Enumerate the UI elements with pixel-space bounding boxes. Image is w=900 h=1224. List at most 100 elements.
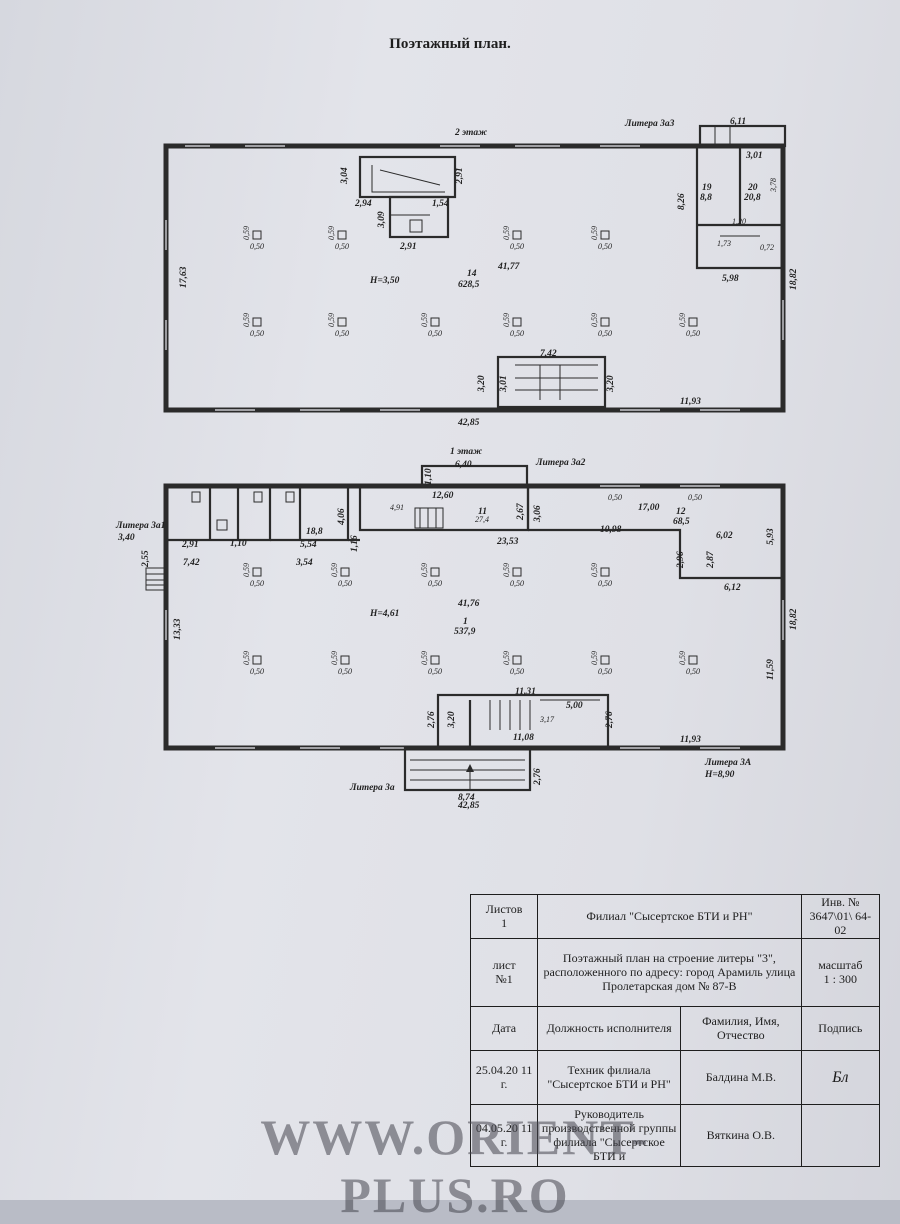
row1-position: Техник филиала "Сысертское БТИ и РН"	[537, 1050, 681, 1106]
svg-text:0,50: 0,50	[686, 329, 700, 338]
svg-text:0,50: 0,50	[250, 667, 264, 676]
floor1-dim-stair-side2: 3,17	[539, 715, 555, 724]
floor1-dim-right-room-h: 5,93	[766, 528, 776, 545]
floor1-dim-stair-h3: 2,76	[605, 711, 615, 729]
floor1-dim-right-top: 17,00	[638, 503, 660, 513]
floor1-room12-no: 12	[676, 507, 686, 517]
floor2-dim-stair-h5: 2,91	[455, 167, 465, 185]
svg-text:0,59: 0,59	[327, 226, 336, 240]
plan-description: Поэтажный план на строение литеры "3", р…	[537, 938, 802, 1008]
floor2-dim-stair-h4: 3,04	[340, 167, 350, 185]
floor1-dim-room-c: 5,54	[300, 540, 317, 550]
svg-text:0,59: 0,59	[420, 563, 429, 577]
floor1-height: H=4,61	[369, 609, 399, 619]
row2-date: 04.05.20 11 г.	[469, 1104, 539, 1168]
floor1-room11-no: 11	[478, 507, 487, 517]
floor2-dim-length: 41,77	[497, 262, 521, 272]
floor1-room11-area: 27,4	[475, 515, 489, 524]
col-name: Фамилия, Имя, Отчество	[680, 1006, 802, 1052]
floor1-dim-corr-h1: 1,16	[350, 535, 360, 552]
svg-text:0,59: 0,59	[590, 563, 599, 577]
floor1-label: 1 этаж	[450, 447, 482, 457]
floor2-room20-area: 20,8	[743, 193, 761, 203]
floor2-room19-area: 8,8	[700, 193, 712, 203]
floor2-dim-left: 17,63	[179, 266, 189, 288]
floor2-room20: 20	[747, 183, 758, 193]
floor2-dim-stair-w3: 1,54	[432, 199, 449, 209]
svg-text:0,50: 0,50	[510, 667, 524, 676]
floor1-dim-right-room: 6,02	[716, 531, 733, 541]
svg-text:0,59: 0,59	[502, 313, 511, 327]
svg-text:0,59: 0,59	[420, 651, 429, 665]
svg-text:0,50: 0,50	[250, 579, 264, 588]
floor1-outer-wall	[163, 483, 786, 751]
floor1-dim-right-inner: 11,59	[766, 659, 776, 680]
floor1-entrance-porch	[403, 746, 532, 792]
svg-text:0,50: 0,50	[510, 329, 524, 338]
page-title: Поэтажный план.	[389, 36, 511, 52]
floor2-plan: 2 этаж Литера 3а3 H=3,50 14 628,5 41,77 …	[163, 117, 799, 428]
svg-text:0,59: 0,59	[678, 651, 687, 665]
svg-text:0,59: 0,59	[330, 651, 339, 665]
svg-text:0,59: 0,59	[330, 563, 339, 577]
floor1-dim-side2: 2,91	[181, 540, 199, 550]
floor2-dim-room-h2: 3,78	[769, 178, 778, 193]
sheets-value: 1	[501, 915, 508, 930]
floor1-dim-right-corridor: 10,98	[600, 525, 622, 535]
floor1-dim-porch-h: 2,76	[533, 768, 543, 786]
floor1-dim-length: 41,76	[457, 599, 480, 609]
floor2-dim-bottom-right: 11,93	[680, 397, 701, 407]
svg-text:0,50: 0,50	[335, 329, 349, 338]
svg-text:0,59: 0,59	[590, 226, 599, 240]
floor1-building-height: H=8,90	[704, 770, 735, 780]
room19-no: 19	[702, 183, 712, 193]
floor1-dim-corr-h3: 3,06	[533, 505, 543, 523]
floor2-columns	[252, 230, 698, 327]
floor2-stair-top	[358, 155, 457, 239]
svg-text:0,59: 0,59	[590, 651, 599, 665]
svg-text:0,50: 0,50	[686, 667, 700, 676]
svg-text:0,59: 0,59	[242, 651, 251, 665]
col-date: Дата	[469, 1006, 539, 1052]
floor1-corridor	[358, 486, 783, 580]
col-sign: Подпись	[800, 1006, 881, 1052]
svg-text:0,59: 0,59	[678, 313, 687, 327]
svg-text:0,59: 0,59	[242, 563, 251, 577]
scale-label: масштаб	[818, 958, 863, 973]
sheet-value: №1	[495, 971, 513, 986]
floor1-dim-step-h2: 2,87	[706, 550, 716, 569]
svg-text:0,59: 0,59	[502, 651, 511, 665]
floor2-dim-stair-w1: 2,94	[354, 199, 372, 209]
floor1-dim-bottom-right: 11,93	[680, 735, 701, 745]
svg-text:0,50: 0,50	[598, 579, 612, 588]
svg-text:0,50: 0,50	[510, 242, 524, 251]
floor1-dim-stair-h2: 3,20	[447, 711, 457, 729]
floor1-dim-corr-h2: 2,67	[516, 502, 526, 521]
floor1-vestibule-top	[420, 464, 529, 488]
svg-text:0,50: 0,50	[510, 579, 524, 588]
floor1-stair-bottom	[436, 693, 610, 750]
floor1-dim-corridor-top: 12,60	[432, 491, 454, 501]
floor1-dim-corridor: 23,53	[496, 537, 519, 547]
sheet-label: лист	[492, 958, 516, 973]
inventory-label: Инв. №	[821, 895, 860, 909]
svg-text:0,50: 0,50	[338, 667, 352, 676]
row2-position: Руководитель производственной группы фил…	[537, 1104, 681, 1168]
svg-text:0,50: 0,50	[338, 579, 352, 588]
svg-text:0,50: 0,50	[598, 242, 612, 251]
floor1-side-stair	[145, 567, 167, 591]
svg-text:0,50: 0,50	[250, 329, 264, 338]
floor1-dim-stair-bottom: 11,08	[513, 733, 534, 743]
inventory-value: 3647\01\ 64-02	[809, 908, 872, 937]
svg-text:0,50: 0,50	[598, 667, 612, 676]
floor2-dim-stair-w2: 2,91	[399, 242, 417, 252]
floor2-room19: 19	[702, 183, 712, 193]
svg-text:0,59: 0,59	[242, 226, 251, 240]
svg-text:0,50: 0,50	[428, 667, 442, 676]
col-position: Должность исполнителя	[537, 1006, 681, 1052]
row2-signature	[800, 1104, 881, 1168]
svg-text:0,50: 0,50	[335, 242, 349, 251]
